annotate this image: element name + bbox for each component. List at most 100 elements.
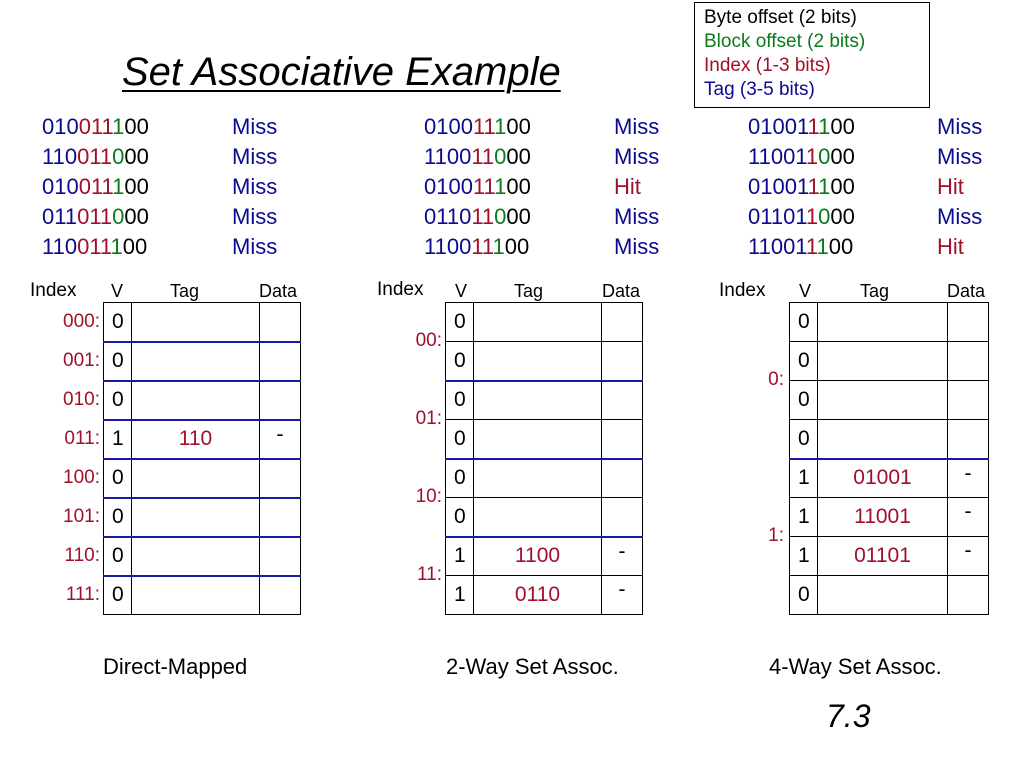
valid-header: V (111, 281, 124, 301)
valid-bit: 0 (445, 341, 474, 382)
data-cell (947, 302, 989, 342)
tag-cell (131, 380, 260, 421)
address-tag-bits: 110 (42, 234, 78, 259)
data-cell (259, 536, 301, 577)
cache-row: 0 (445, 419, 643, 460)
address-tag-bits: 0110 (424, 204, 472, 229)
address-byte-offset-bits: 00 (124, 204, 149, 229)
page-number: 7.3 (826, 698, 871, 734)
address-byte-offset-bits: 00 (506, 114, 531, 139)
address-index-bits: 011 (77, 204, 113, 229)
valid-bit: 1 (789, 458, 818, 498)
address-index-bits: 11 (472, 114, 495, 139)
address-byte-offset-bits: 00 (830, 144, 855, 169)
cache-row: 0 (103, 302, 301, 343)
cache-row: 0 (103, 458, 301, 499)
address-index-bits: 1 (805, 204, 819, 229)
access-result: Miss (937, 114, 983, 139)
valid-bit: 1 (103, 419, 132, 460)
access-address: 011011000 (42, 204, 149, 234)
access-address: 010011100 (42, 114, 149, 144)
address-block-offset-bits: 1 (816, 234, 829, 259)
address-byte-offset-bits: 00 (504, 234, 530, 259)
panel-caption: 4-Way Set Assoc. (769, 654, 942, 679)
valid-bit: 0 (789, 341, 818, 381)
address-byte-offset-bits: 00 (506, 144, 531, 169)
data-cell (601, 341, 643, 382)
valid-bit: 0 (789, 575, 818, 615)
cache-row: 0 (445, 497, 643, 538)
tag-cell (473, 380, 602, 420)
cache-row: 0 (103, 497, 301, 538)
address-byte-offset-bits: 00 (830, 174, 855, 199)
cache-row: 0 (789, 575, 989, 615)
valid-bit: 0 (445, 419, 474, 460)
address-block-offset-bits: 0 (818, 204, 831, 229)
data-cell (947, 419, 989, 460)
address-tag-bits: 11001 (748, 144, 806, 169)
tag-cell: 11001 (817, 497, 948, 537)
data-cell (259, 380, 301, 421)
cache-row: 0 (789, 419, 989, 460)
data-cell (259, 341, 301, 382)
address-block-offset-bits: 1 (110, 234, 123, 259)
data-cell (259, 575, 301, 615)
set-index-label: 011: (64, 428, 100, 449)
tag-cell: 110 (131, 419, 260, 460)
cache-row: 0 (789, 380, 989, 420)
data-cell: - (259, 419, 301, 460)
address-index-bits: 1 (805, 234, 817, 259)
address-index-bits: 1 (807, 174, 819, 199)
cache-row: 0 (103, 536, 301, 577)
set-index-label: 00: (415, 330, 442, 351)
data-cell (947, 341, 989, 381)
index-header: Index (377, 279, 424, 300)
access-address: 110011100 (424, 234, 531, 264)
tag-cell: 01101 (817, 536, 948, 576)
address-block-offset-bits: 1 (494, 114, 507, 139)
address-tag-bits: 1100 (424, 144, 472, 169)
access-address-list: 010011100 110011000 010011100 011011000 … (424, 114, 531, 264)
address-block-offset-bits: 1 (818, 174, 831, 199)
address-index-bits: 11 (471, 144, 495, 169)
data-header: Data (602, 281, 641, 301)
access-address: 010011100 (748, 174, 855, 204)
data-cell (601, 419, 643, 460)
set-index-labels: 0: 1: (724, 302, 784, 614)
address-index-bits: 11 (472, 174, 495, 199)
tag-header: Tag (514, 281, 544, 301)
tag-cell (131, 458, 260, 499)
address-tag-bits: 011 (42, 204, 78, 229)
set-index-labels: 00: 01: 10: 11: (382, 302, 442, 614)
tag-header: Tag (860, 281, 890, 301)
access-result: Miss (937, 144, 983, 169)
tag-cell (817, 419, 948, 460)
address-block-offset-bits: 0 (818, 144, 831, 169)
address-tag-bits: 0100 (424, 174, 473, 199)
access-address: 010011100 (424, 174, 531, 204)
tag-cell (473, 341, 602, 382)
valid-bit: 0 (103, 380, 132, 421)
valid-bit: 0 (103, 341, 132, 382)
tag-cell: 1100 (473, 536, 602, 576)
access-address: 011011000 (748, 204, 855, 234)
access-result: Miss (232, 204, 278, 229)
address-block-offset-bits: 0 (494, 204, 507, 229)
tag-cell (473, 302, 602, 342)
address-index-bits: 11 (471, 234, 493, 259)
tag-cell (817, 380, 948, 420)
address-tag-bits: 010 (42, 114, 79, 139)
address-block-offset-bits: 1 (818, 114, 831, 139)
tag-cell (131, 341, 260, 382)
set-index-label: 100: (63, 467, 100, 488)
address-byte-offset-bits: 00 (828, 234, 854, 259)
index-header: Index (719, 280, 766, 301)
address-block-offset-bits: 0 (112, 144, 125, 169)
address-byte-offset-bits: 00 (124, 114, 149, 139)
access-result: Miss (232, 174, 278, 199)
access-result: Miss (614, 234, 660, 259)
set-index-label: 010: (63, 389, 100, 410)
